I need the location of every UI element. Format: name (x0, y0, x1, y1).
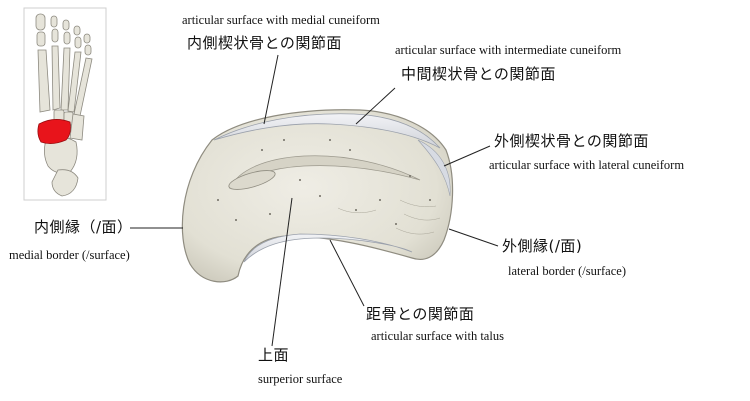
label-medial-border-ja: 内側縁（/面） (34, 218, 133, 236)
label-lateral-border-en: lateral border (/surface) (508, 264, 626, 278)
leader-medial-cuneiform (263, 54, 279, 125)
foot-skeleton-thumbnail (23, 7, 107, 201)
label-superior-ja: 上面 (258, 346, 290, 364)
leader-talus (329, 239, 365, 307)
cuneiform-articular-rim (213, 113, 441, 149)
bone-body (181, 109, 454, 283)
label-lateral-cuneiform-en: articular surface with lateral cuneiform (489, 158, 685, 172)
label-lateral-border-ja: 外側縁(/面) (502, 237, 583, 255)
leader-superior (271, 197, 293, 347)
label-medial-cuneiform-ja: 内側楔状骨との関節面 (187, 34, 342, 52)
label-talus-ja: 距骨との関節面 (366, 305, 475, 323)
leader-intermediate-cuneiform (355, 87, 396, 125)
navicular-bone (181, 109, 454, 283)
leader-lateral-cuneiform (443, 145, 491, 167)
label-lateral-cuneiform-ja: 外側楔状骨との関節面 (494, 132, 649, 150)
label-superior-en: surperior surface (258, 372, 343, 386)
navicular-highlight (37, 119, 71, 144)
label-talus-en: articular surface with talus (371, 329, 504, 343)
label-medial-border-en: medial border (/surface) (9, 248, 130, 262)
label-intermediate-cuneiform-ja: 中間楔状骨との関節面 (401, 65, 556, 83)
leader-lines (130, 54, 499, 347)
label-intermediate-cuneiform-en: articular surface with intermediate cune… (395, 43, 622, 57)
label-medial-cuneiform-en: articular surface with medial cuneiform (182, 13, 380, 27)
leader-lateral-border (448, 228, 499, 247)
